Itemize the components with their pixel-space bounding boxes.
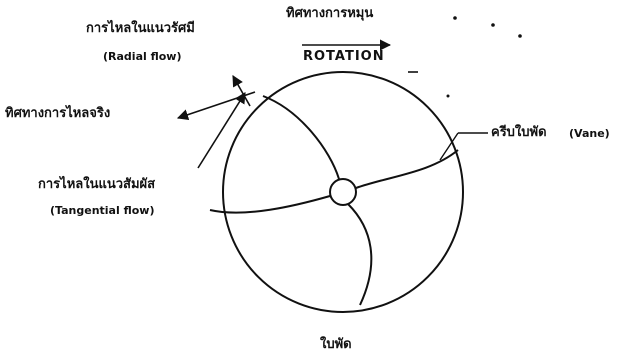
vane-label-en: (Vane): [569, 128, 610, 139]
impeller-outer-circle: [223, 72, 463, 312]
scan-dot: [491, 23, 495, 27]
tangential-flow-label-en: (Tangential flow): [50, 205, 154, 216]
radial-flow-arrow: [233, 76, 250, 106]
tangential-flow-arrow: [198, 93, 245, 168]
scan-dot: [447, 95, 450, 98]
tangential-flow-label-th: การไหลในแนวสัมผัส: [38, 178, 155, 191]
actual-flow-direction-label: ทิศทางการไหลจริง: [5, 107, 110, 120]
scan-dot: [453, 16, 457, 20]
impeller-label: ใบพัด: [320, 338, 352, 351]
radial-flow-label-en: (Radial flow): [103, 51, 182, 62]
scan-dot: [518, 34, 522, 38]
impeller-blade: [348, 204, 371, 305]
rotation-direction-label: ทิศทางการหมุน: [286, 7, 373, 20]
radial-flow-label-th: การไหลในแนวรัศมี: [86, 22, 195, 35]
impeller-blade: [210, 196, 330, 213]
impeller-blade: [263, 96, 339, 179]
impeller-hub: [330, 179, 356, 205]
vane-label-th: ครีบใบพัด: [491, 126, 547, 139]
rotation-label: ROTATION: [303, 50, 385, 63]
